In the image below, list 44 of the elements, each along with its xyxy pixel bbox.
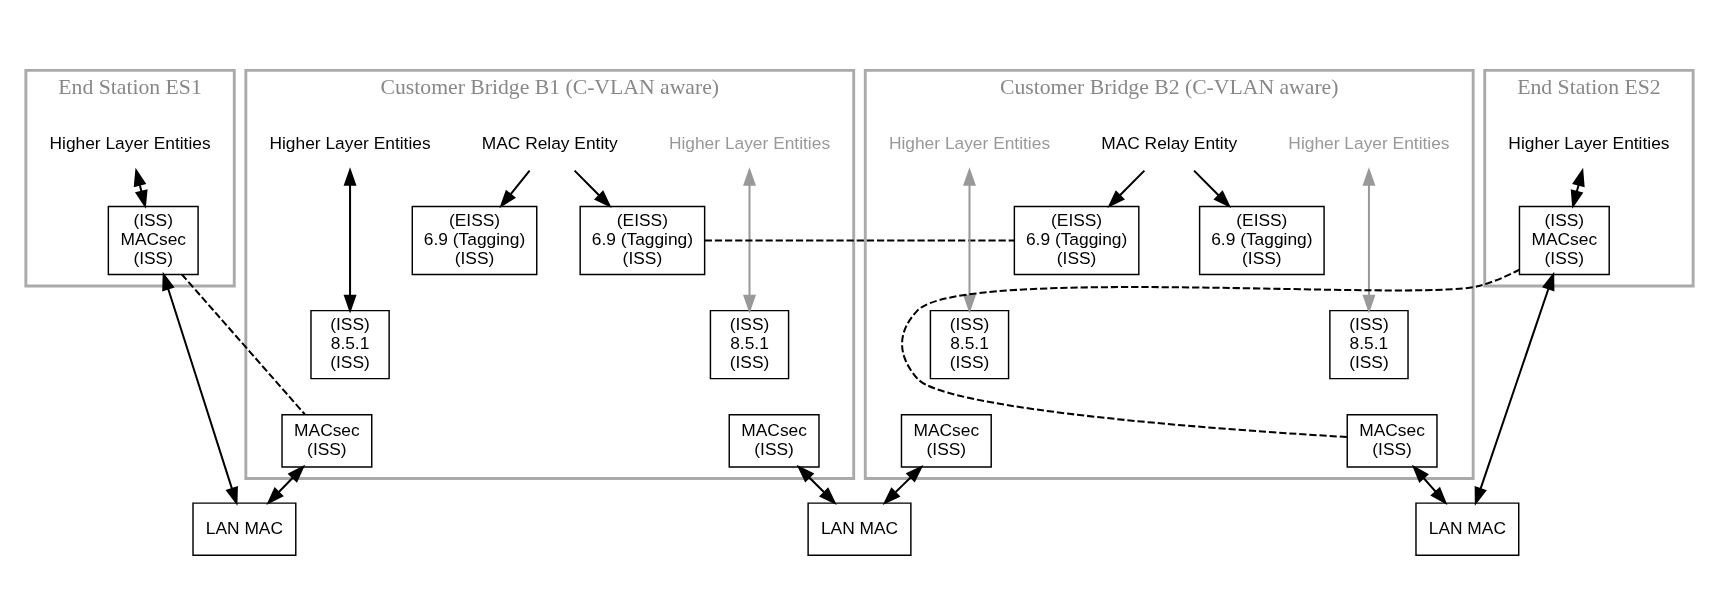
node-box: (EISS) 6.9 (Tagging) (ISS) [1198, 205, 1325, 275]
arrow [133, 167, 148, 209]
node-text: Higher Layer Entities [1508, 132, 1670, 153]
arrow [1411, 464, 1448, 505]
node-box: (ISS) MACsec (ISS) [107, 205, 199, 275]
arrow [796, 464, 837, 505]
node-box: MACsec (ISS) [1346, 413, 1438, 468]
node-text: Higher Layer Entities [888, 132, 1051, 153]
node-box: (ISS) 8.5.1 (ISS) [310, 309, 390, 379]
node-box: (ISS) 8.5.1 (ISS) [709, 309, 790, 379]
node-box: MACsec (ISS) [900, 413, 992, 468]
node-box: (ISS) MACsec (ISS) [1518, 205, 1610, 275]
arrow [1362, 166, 1376, 313]
arrow [743, 166, 756, 313]
node-box: (EISS) 6.9 (Tagging) (ISS) [1013, 205, 1140, 275]
arrow [1474, 271, 1555, 506]
node-box: LAN MAC [192, 501, 297, 556]
node-text: MAC Relay Entity [1101, 132, 1238, 153]
node-box: LAN MAC [1415, 501, 1520, 556]
arrow [1570, 167, 1585, 209]
arrow [573, 169, 612, 208]
node-text: MAC Relay Entity [481, 132, 618, 153]
node-text: Higher Layer Entities [269, 132, 431, 153]
arrow [882, 464, 924, 505]
arrow [162, 271, 238, 506]
arrow [266, 464, 306, 505]
node-box: MACsec (ISS) [728, 413, 820, 468]
node-box: MACsec (ISS) [281, 413, 373, 468]
connector [901, 268, 1520, 438]
connector [704, 238, 1015, 241]
node-box: LAN MAC [807, 501, 912, 556]
arrow [343, 166, 357, 313]
node-text: Higher Layer Entities [668, 132, 831, 153]
arrow [963, 166, 976, 313]
node-text: Higher Layer Entities [1288, 132, 1450, 153]
arrow [1193, 169, 1232, 208]
node-box: (EISS) 6.9 (Tagging) (ISS) [579, 205, 706, 275]
node-box: (EISS) 6.9 (Tagging) (ISS) [411, 205, 538, 275]
connector [181, 273, 306, 415]
node-text: Higher Layer Entities [49, 132, 211, 153]
node-box: (ISS) 8.5.1 (ISS) [929, 309, 1010, 379]
arrow [499, 169, 531, 208]
arrow [1107, 169, 1146, 208]
node-box: (ISS) 8.5.1 (ISS) [1329, 309, 1409, 379]
